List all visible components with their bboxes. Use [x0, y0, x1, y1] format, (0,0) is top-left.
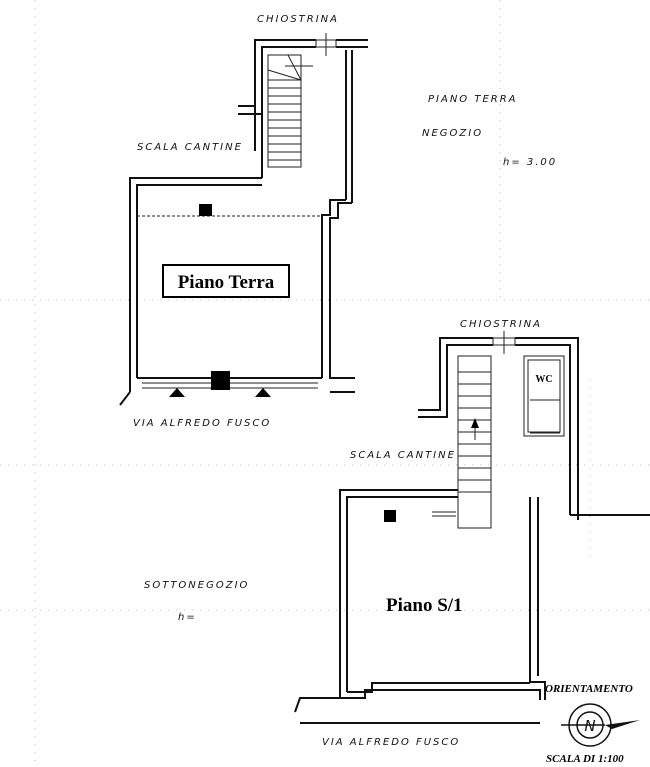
basement-street-label: VIA ALFREDO FUSCO — [322, 737, 460, 748]
ground-room-name: NEGOZIO — [422, 128, 483, 139]
scale-label: SCALA DI 1:100 — [546, 753, 624, 765]
pillar-icon — [384, 510, 396, 522]
ground-height-label: h= 3.00 — [503, 157, 557, 168]
ground-street-label: VIA ALFREDO FUSCO — [133, 418, 271, 429]
wc-room — [523, 355, 565, 437]
entrance-arrow-icon — [255, 388, 271, 397]
ground-floor-badge: Piano Terra — [178, 272, 275, 293]
ground-stair-label: SCALA CANTINE — [137, 142, 243, 153]
wc-label: WC — [535, 374, 552, 385]
basement-floor-plan — [294, 331, 650, 724]
basement-courtyard-label: CHIOSTRINA — [460, 319, 542, 330]
pillar-icon — [199, 204, 212, 216]
basement-floor-badge: Piano S/1 — [386, 595, 463, 616]
north-compass-icon: N — [561, 703, 640, 747]
floor-badge-frame — [162, 264, 290, 298]
ground-floor-title: PIANO TERRA — [428, 94, 518, 105]
basement-room-name: SOTTONEGOZIO — [144, 580, 249, 591]
orientation-label: ORIENTAMENTO — [545, 683, 633, 695]
basement-height-label: h= — [178, 612, 197, 623]
north-letter: N — [584, 717, 595, 735]
basement-stair-label: SCALA CANTINE — [350, 450, 456, 461]
ground-courtyard-label: CHIOSTRINA — [257, 14, 339, 25]
entrance-arrow-icon — [169, 388, 185, 397]
ground-floor-plan — [119, 33, 368, 406]
stairs-icon — [267, 54, 313, 168]
stairs-icon — [432, 355, 492, 529]
pillar-icon — [211, 371, 230, 390]
